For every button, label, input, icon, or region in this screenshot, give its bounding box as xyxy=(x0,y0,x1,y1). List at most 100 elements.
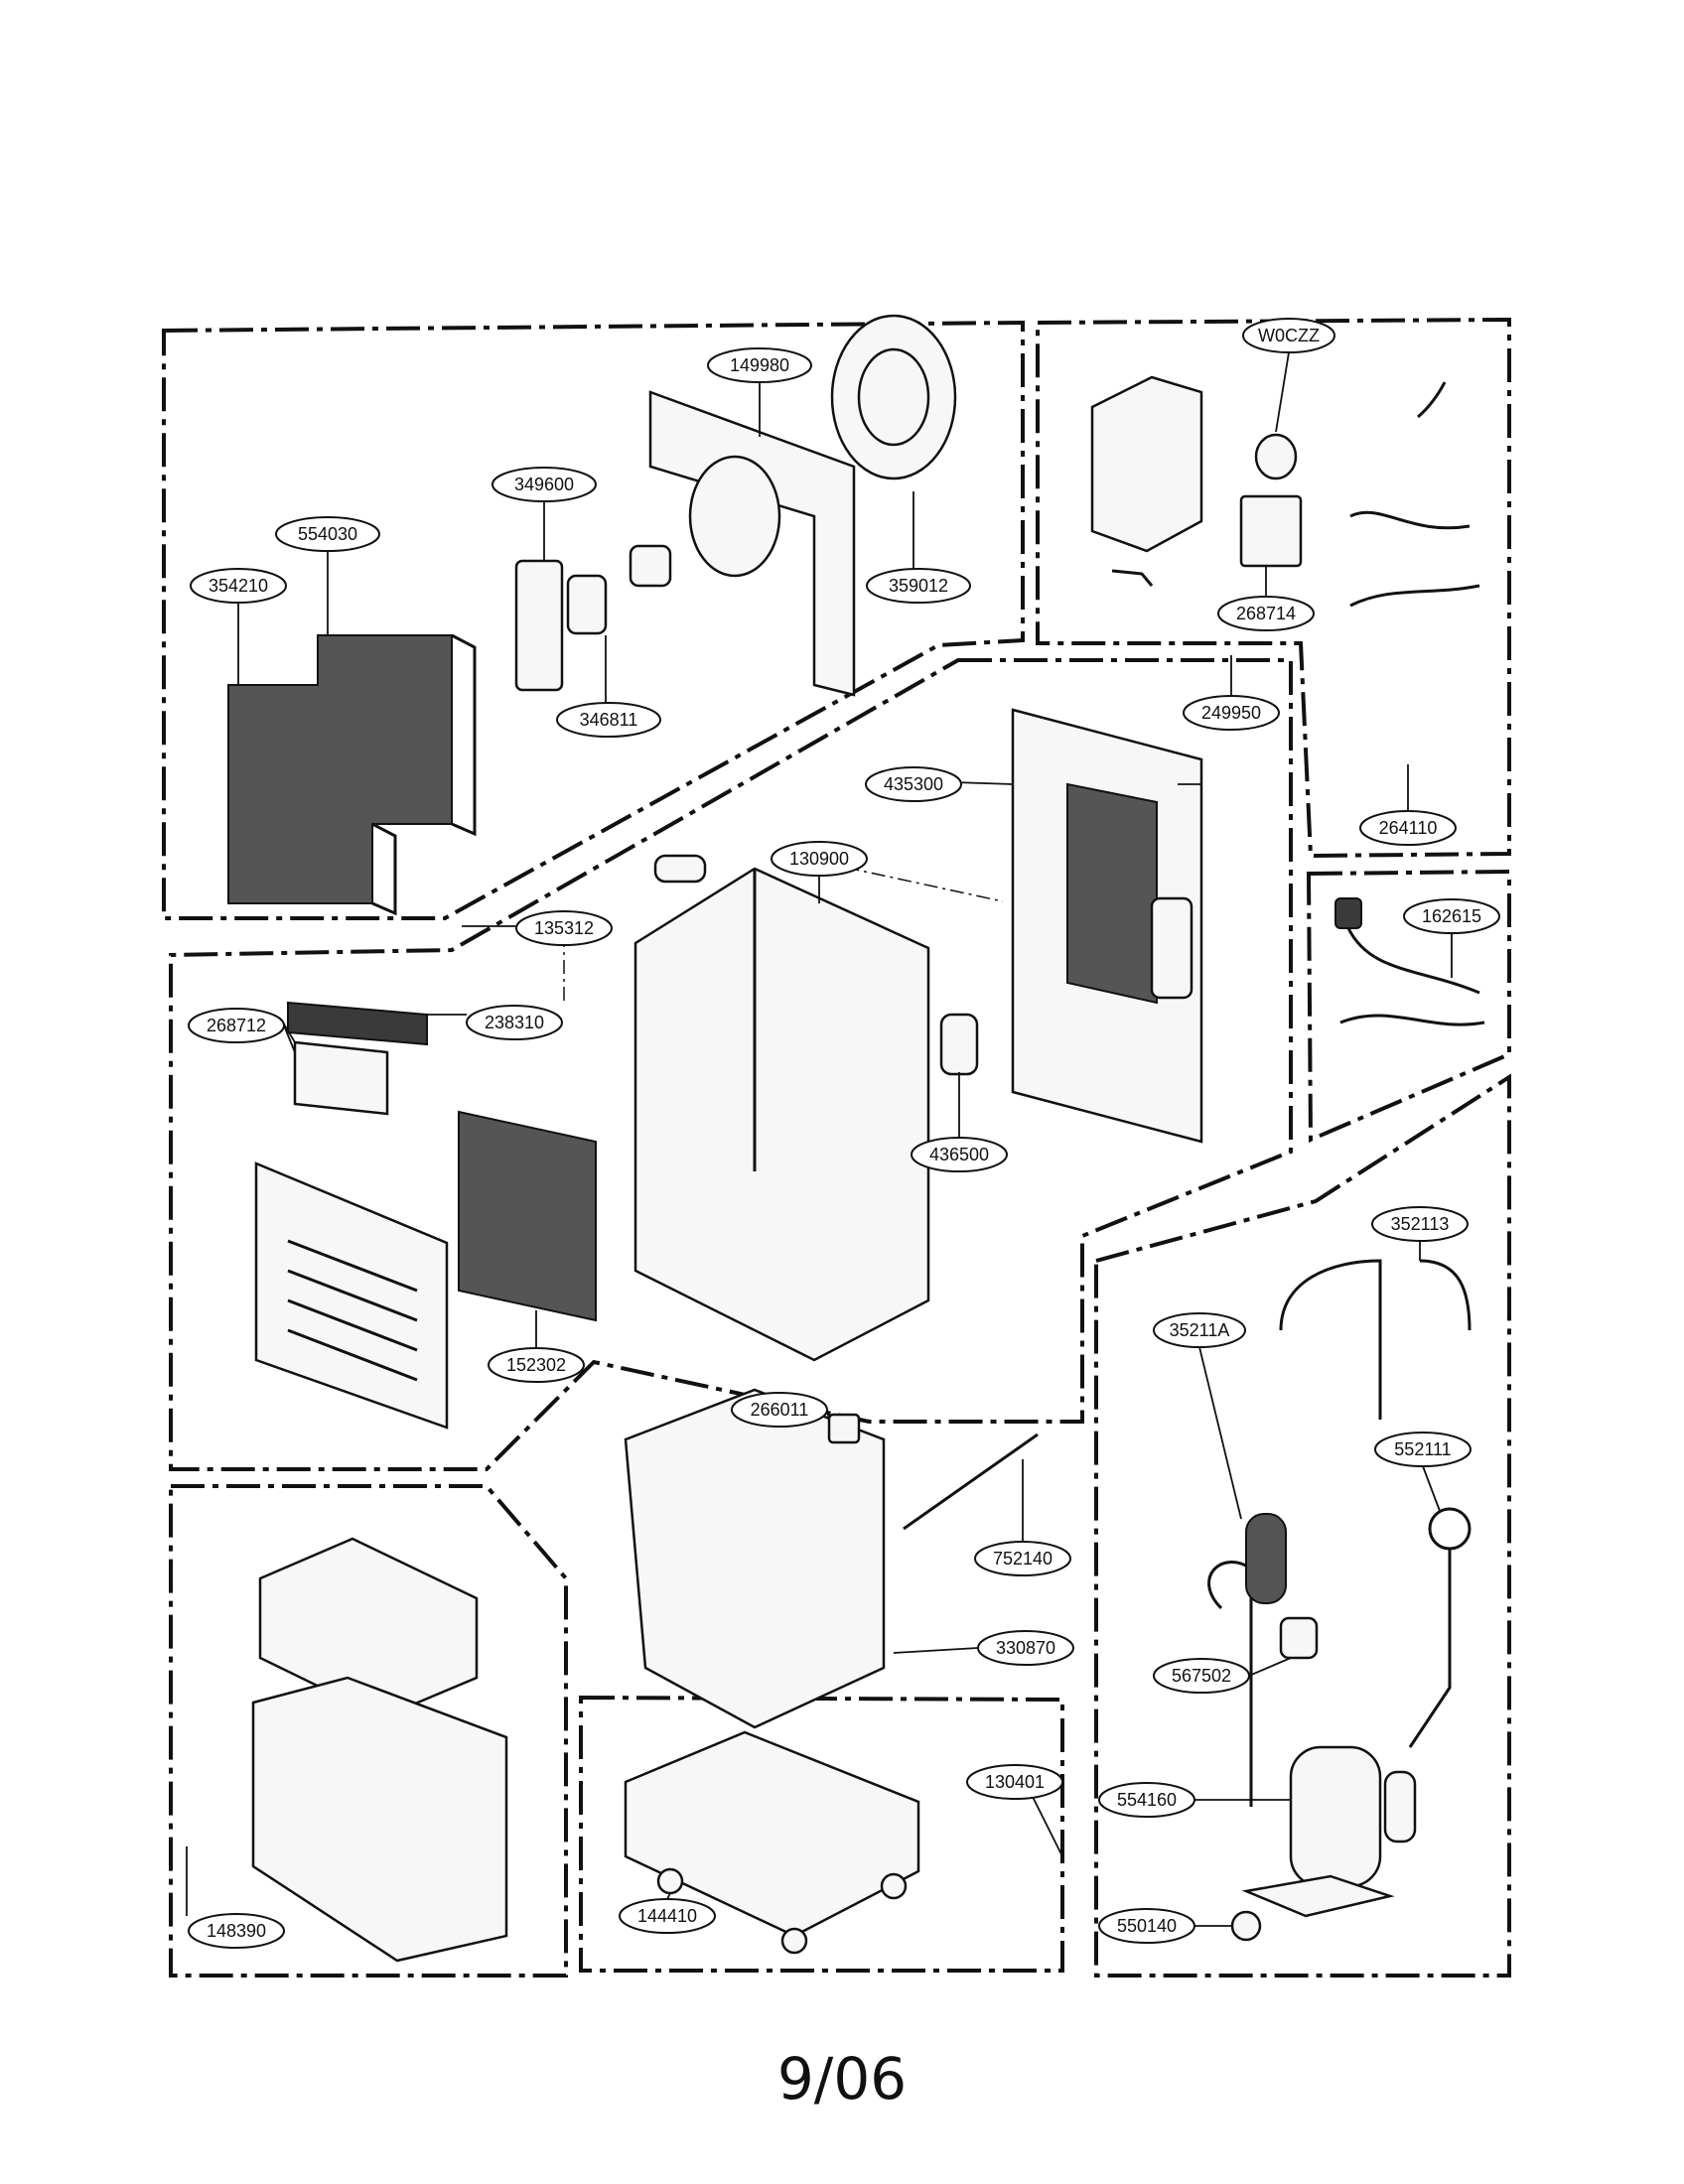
fan-shroud xyxy=(648,382,856,697)
svg-text:238310: 238310 xyxy=(485,1013,544,1032)
discharge-pipe xyxy=(1279,1259,1472,1420)
label-330870: 330870 xyxy=(977,1630,1074,1666)
tank-lid xyxy=(258,1537,479,1719)
label-352113: 352113 xyxy=(1371,1206,1469,1242)
svg-text:359012: 359012 xyxy=(889,576,948,596)
svg-text:268714: 268714 xyxy=(1236,604,1296,623)
svg-text:346811: 346811 xyxy=(580,710,638,730)
label-135312: 135312 xyxy=(515,910,613,946)
frame-refrigeration xyxy=(1094,1073,1511,1978)
svg-text:567502: 567502 xyxy=(1172,1666,1231,1686)
label-130401: 130401 xyxy=(966,1764,1063,1800)
handle-side xyxy=(939,1013,979,1076)
svg-text:554030: 554030 xyxy=(298,524,357,544)
capillary-coil xyxy=(1245,1513,1287,1604)
svg-text:552111: 552111 xyxy=(1394,1439,1451,1459)
svg-text:35211A: 35211A xyxy=(1170,1320,1230,1340)
label-346811: 346811 xyxy=(556,702,661,738)
label-554030: 554030 xyxy=(275,516,380,552)
svg-text:354210: 354210 xyxy=(209,576,268,596)
condenser-coil xyxy=(227,551,477,916)
svg-text:135312: 135312 xyxy=(534,918,594,938)
power-plug xyxy=(1334,897,1362,929)
float-switch xyxy=(827,1413,861,1444)
svg-text:435300: 435300 xyxy=(884,774,943,794)
frame-cabinet xyxy=(169,658,1293,1471)
overload-relay xyxy=(1279,1616,1319,1660)
svg-text:162615: 162615 xyxy=(1422,906,1481,926)
label-152302: 152302 xyxy=(488,1347,585,1383)
label-W0CZZ: W0CZZ xyxy=(1242,318,1335,353)
label-35211A: 35211A xyxy=(1153,1312,1246,1348)
control-panel xyxy=(282,1001,467,1116)
svg-text:266011: 266011 xyxy=(751,1400,809,1420)
label-249950: 249950 xyxy=(1183,695,1280,731)
base-plate xyxy=(624,1730,920,1938)
svg-text:148390: 148390 xyxy=(207,1921,266,1941)
label-435300: 435300 xyxy=(865,766,962,802)
svg-text:330870: 330870 xyxy=(996,1638,1055,1658)
svg-text:550140: 550140 xyxy=(1117,1916,1177,1936)
power-cord-parts xyxy=(1334,897,1485,1026)
fan-motor xyxy=(514,501,672,705)
label-162615: 162615 xyxy=(1403,898,1500,934)
rear-panel xyxy=(952,708,1203,1144)
control-board xyxy=(1239,494,1303,568)
svg-text:130900: 130900 xyxy=(789,849,849,869)
cabinet-box xyxy=(633,861,1004,1362)
frame-condenser-fan xyxy=(162,320,1025,920)
label-144410: 144410 xyxy=(619,1898,716,1934)
svg-text:149980: 149980 xyxy=(730,355,789,375)
svg-text:436500: 436500 xyxy=(929,1145,989,1164)
drain-hose xyxy=(903,1433,1039,1531)
svg-text:152302: 152302 xyxy=(506,1355,566,1375)
svg-text:352113: 352113 xyxy=(1391,1214,1450,1234)
fan-blower xyxy=(830,314,957,584)
front-grille xyxy=(254,1161,449,1430)
label-148390: 148390 xyxy=(188,1913,285,1949)
label-264110: 264110 xyxy=(1359,810,1457,846)
drain-pan xyxy=(624,1388,886,1729)
frame-base xyxy=(579,1695,1064,1973)
compressor xyxy=(1241,1745,1417,1918)
condenser-fan-parts xyxy=(227,314,957,916)
control-box xyxy=(1090,375,1203,553)
svg-text:130401: 130401 xyxy=(985,1772,1045,1792)
part-labels: 149980 349600 554030 354210 359012 34681… xyxy=(188,318,1500,1949)
svg-text:144410: 144410 xyxy=(637,1906,697,1926)
label-349600: 349600 xyxy=(491,467,597,502)
power-cord-wires xyxy=(1339,927,1485,1026)
label-149980: 149980 xyxy=(707,347,812,383)
label-752140: 752140 xyxy=(974,1541,1071,1576)
svg-text:264110: 264110 xyxy=(1379,818,1438,838)
svg-text:752140: 752140 xyxy=(993,1549,1052,1569)
svg-text:268712: 268712 xyxy=(207,1016,266,1035)
label-550140: 550140 xyxy=(1098,1908,1195,1944)
svg-text:W0CZZ: W0CZZ xyxy=(1258,326,1320,345)
label-266011: 266011 xyxy=(731,1392,828,1428)
label-268712: 268712 xyxy=(188,1008,285,1043)
capillary-tube xyxy=(1428,1507,1472,1551)
svg-text:249950: 249950 xyxy=(1201,703,1261,723)
water-tank xyxy=(251,1676,508,1963)
drain-pan-parts xyxy=(624,1388,1063,1955)
label-359012: 359012 xyxy=(866,568,971,604)
label-354210: 354210 xyxy=(190,568,287,604)
page-number: 9/06 xyxy=(776,2045,908,2113)
handle-top xyxy=(653,854,707,884)
section-frames xyxy=(162,317,1511,1978)
frame-water-tank xyxy=(169,1484,568,1978)
svg-text:349600: 349600 xyxy=(514,475,574,494)
air-filter xyxy=(458,1110,597,1350)
label-leaders xyxy=(283,655,1441,1927)
water-tank-parts xyxy=(186,1537,508,1963)
label-268714: 268714 xyxy=(1217,596,1315,631)
frame-power-cord xyxy=(1306,869,1511,1144)
label-567502: 567502 xyxy=(1153,1658,1250,1694)
svg-text:554160: 554160 xyxy=(1117,1790,1177,1810)
label-554160: 554160 xyxy=(1098,1782,1195,1818)
capacitor xyxy=(1254,433,1298,480)
frame-control-box xyxy=(1036,317,1511,859)
label-552111: 552111 xyxy=(1374,1432,1472,1467)
